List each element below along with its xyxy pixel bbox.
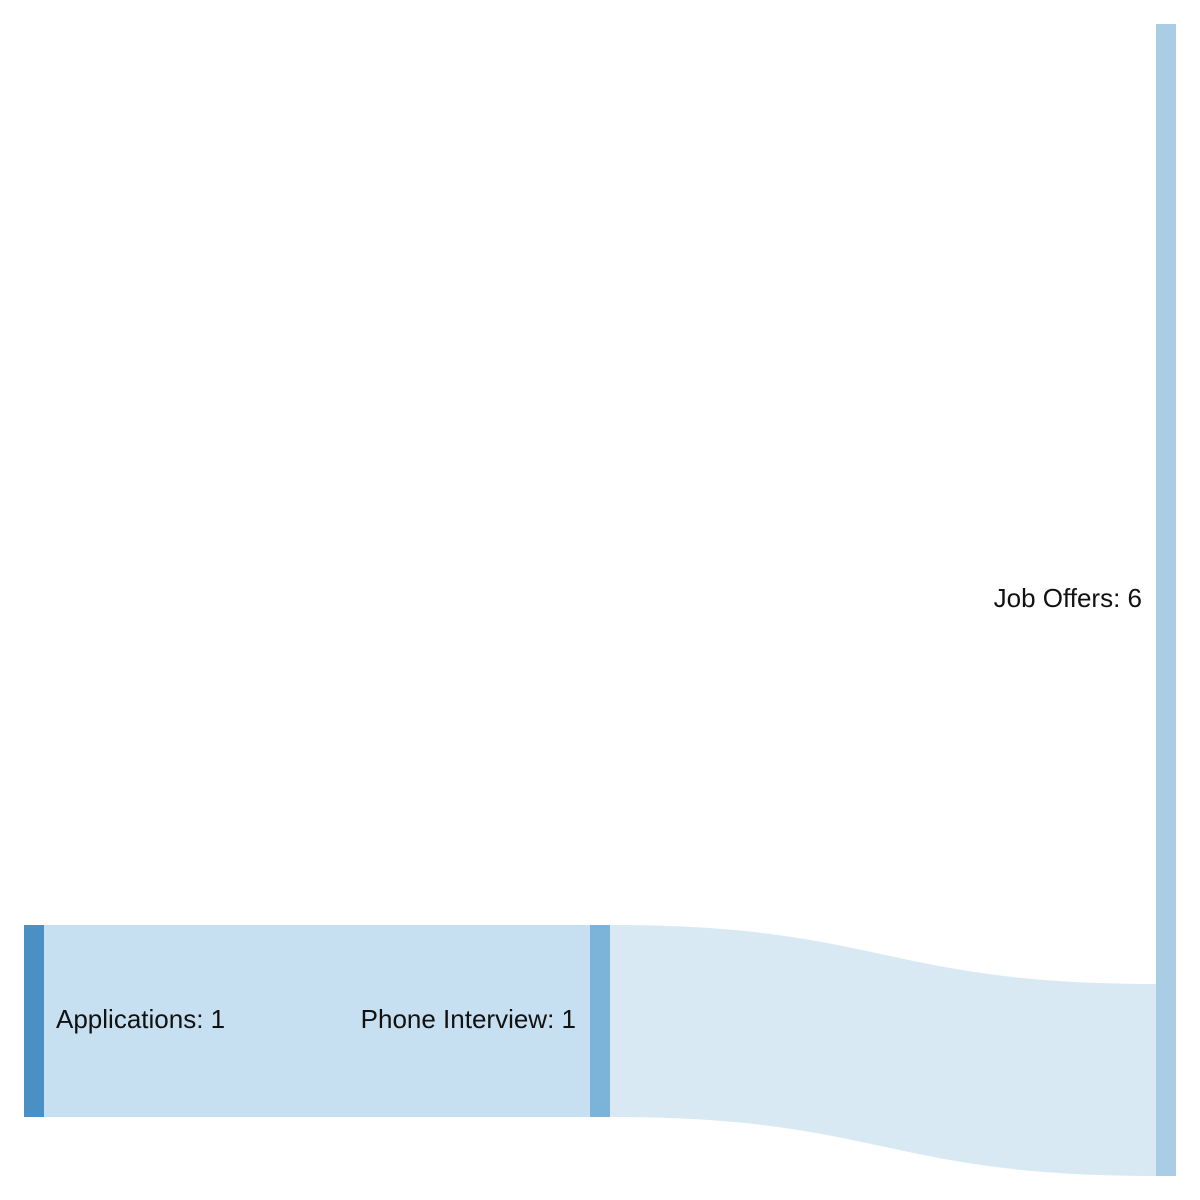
node-label-job_offers: Job Offers: 6: [994, 583, 1142, 613]
node-applications: [24, 925, 44, 1117]
node-label-phone_interview: Phone Interview: 1: [361, 1004, 576, 1034]
nodes-layer: [24, 24, 1176, 1176]
labels-layer: Applications: 1 Phone Interview: 1 Job Off…: [56, 583, 1142, 1034]
link-phone_interview-to-job_offers: [610, 925, 1156, 1176]
node-job_offers: [1156, 24, 1176, 1176]
node-phone_interview: [590, 925, 610, 1117]
links-layer: [44, 925, 1156, 1176]
link-applications-to-phone_interview: [44, 925, 590, 1117]
node-label-applications: Applications: 1: [56, 1004, 225, 1034]
